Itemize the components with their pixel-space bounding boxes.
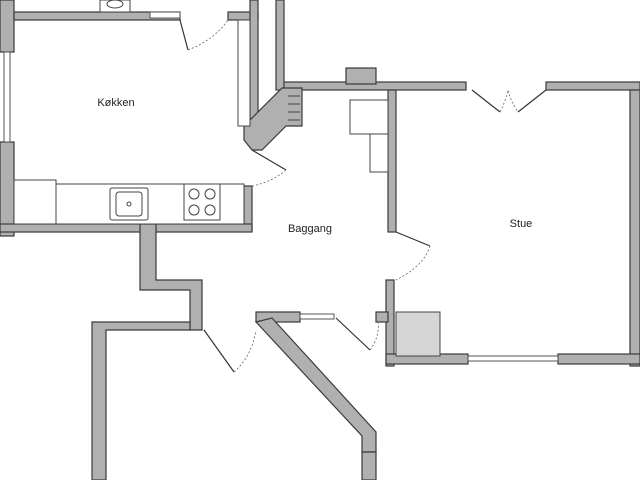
window-upper-left — [149, 11, 181, 19]
stove-burner-icon — [204, 188, 216, 200]
upper-fixture — [99, 0, 131, 13]
doors — [179, 19, 547, 373]
cupboard-lower — [369, 133, 389, 173]
wall-kitchen-angle — [243, 87, 303, 151]
wall-top-right — [545, 81, 640, 91]
door-swing — [233, 329, 257, 373]
stove-burner-icon — [188, 188, 200, 200]
door-swing — [187, 19, 229, 51]
kitchen-fixtures — [13, 0, 251, 225]
cupboard-upper — [349, 99, 389, 135]
wall-upper-stub — [275, 0, 285, 91]
wall-backhall-bottom-right — [375, 311, 389, 323]
windows — [3, 11, 559, 362]
chimney — [345, 67, 377, 85]
upper-basin-icon — [106, 0, 124, 9]
room-labels: Køkken Baggang Stue — [97, 97, 532, 235]
wall-living-bottom-right — [557, 353, 640, 365]
wall-lower-left — [91, 321, 191, 480]
wall-backhall-left — [139, 223, 203, 331]
wall-kitchen-left-upper — [0, 0, 15, 53]
door-swing — [499, 89, 519, 113]
room-label-living-room: Stue — [510, 218, 533, 230]
kitchen-cabinet-left — [13, 179, 57, 225]
window-living-bottom — [467, 355, 559, 362]
stove-burner-icon — [188, 204, 200, 216]
door-living-top-right — [517, 89, 547, 113]
wall-kitchen-right-upper — [249, 0, 259, 131]
wall-living-right — [629, 89, 640, 367]
room-label-back-hall: Baggang — [288, 223, 332, 235]
door-swing — [395, 245, 431, 281]
sink-basin — [115, 191, 143, 217]
door-living-top-left — [471, 89, 501, 113]
backhall-fixtures — [288, 95, 441, 357]
stairs-icon — [288, 95, 300, 121]
wall-living-left-upper — [387, 89, 397, 233]
door-swing — [251, 169, 287, 187]
door-backhall-living — [395, 231, 431, 247]
door-kitchen-top — [179, 19, 189, 51]
wall-living-left-lower — [385, 279, 395, 367]
stove — [183, 183, 221, 221]
window-kitchen-left — [3, 51, 11, 143]
door-backhall-bottom-right — [335, 317, 371, 351]
stove-burner-icon — [204, 204, 216, 216]
door-kitchen-backhall — [251, 149, 287, 171]
window-backhall-bottom — [299, 313, 335, 320]
wall-lower-right — [361, 451, 377, 480]
door-swing — [369, 321, 379, 351]
door-backhall-lower — [203, 329, 235, 373]
living-fireplace — [395, 311, 441, 357]
wall-kitchen-left-lower — [0, 141, 15, 237]
wall-kitchen-right-lower — [243, 185, 253, 231]
room-label-kitchen: Køkken — [97, 97, 134, 109]
wall-kitchen-bottom — [0, 223, 253, 233]
sink-drain-icon — [126, 201, 132, 207]
tall-cabinet — [237, 19, 251, 127]
